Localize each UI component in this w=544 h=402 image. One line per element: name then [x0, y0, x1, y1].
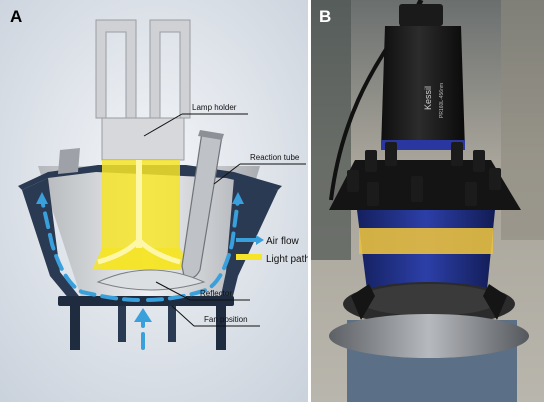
callout-reaction-tube: Reaction tube [250, 153, 300, 162]
legend-arrowhead-icon [256, 235, 264, 245]
tube-knob [347, 170, 359, 192]
callout-reflector: Reflector [200, 289, 232, 298]
lamp-model-label: PR160L-456nm [439, 83, 445, 118]
lamp-brand-label: Kessil [423, 86, 433, 110]
callout-fan-position: Fan position [204, 315, 248, 324]
panel-b-photo: B Kessil PR160L-456nm [311, 0, 544, 402]
air-outlet-right-arrowhead [232, 192, 244, 204]
tube-knob [489, 168, 501, 190]
panel-label-b: B [319, 7, 331, 26]
kessil-lamp: Kessil PR160L-456nm [381, 4, 465, 150]
legend-swatch-light-path [236, 254, 262, 260]
blue-vessel [357, 210, 495, 290]
tube-knob [411, 176, 423, 202]
clamp-assembly [329, 282, 529, 358]
lamp-holder [95, 19, 191, 161]
air-inlet-arrowhead [134, 308, 152, 322]
tube-knob [365, 150, 377, 172]
callout-lines [143, 113, 306, 327]
legend: Air flow Light path [236, 235, 308, 265]
reactor-diagram-svg: A [0, 0, 308, 402]
tube-knob [451, 142, 463, 166]
reactor-housing [329, 142, 521, 210]
tube-knob [385, 142, 397, 166]
panel-label-a: A [10, 7, 22, 26]
light-path-region [92, 160, 192, 270]
setup-photo-svg: B Kessil PR160L-456nm [311, 0, 544, 402]
light-band [359, 228, 493, 254]
air-outlet-left-arrowhead [36, 192, 48, 204]
tube-knob [465, 182, 477, 206]
reflector [96, 269, 206, 291]
tube-knob [473, 150, 485, 172]
callout-lamp-holder: Lamp holder [192, 103, 237, 112]
reactor-base [58, 296, 234, 350]
tube-knob [367, 182, 379, 206]
panel-a-diagram: A [0, 0, 308, 402]
legend-label-light-path: Light path [266, 254, 308, 265]
legend-label-air-flow: Air flow [266, 236, 300, 247]
